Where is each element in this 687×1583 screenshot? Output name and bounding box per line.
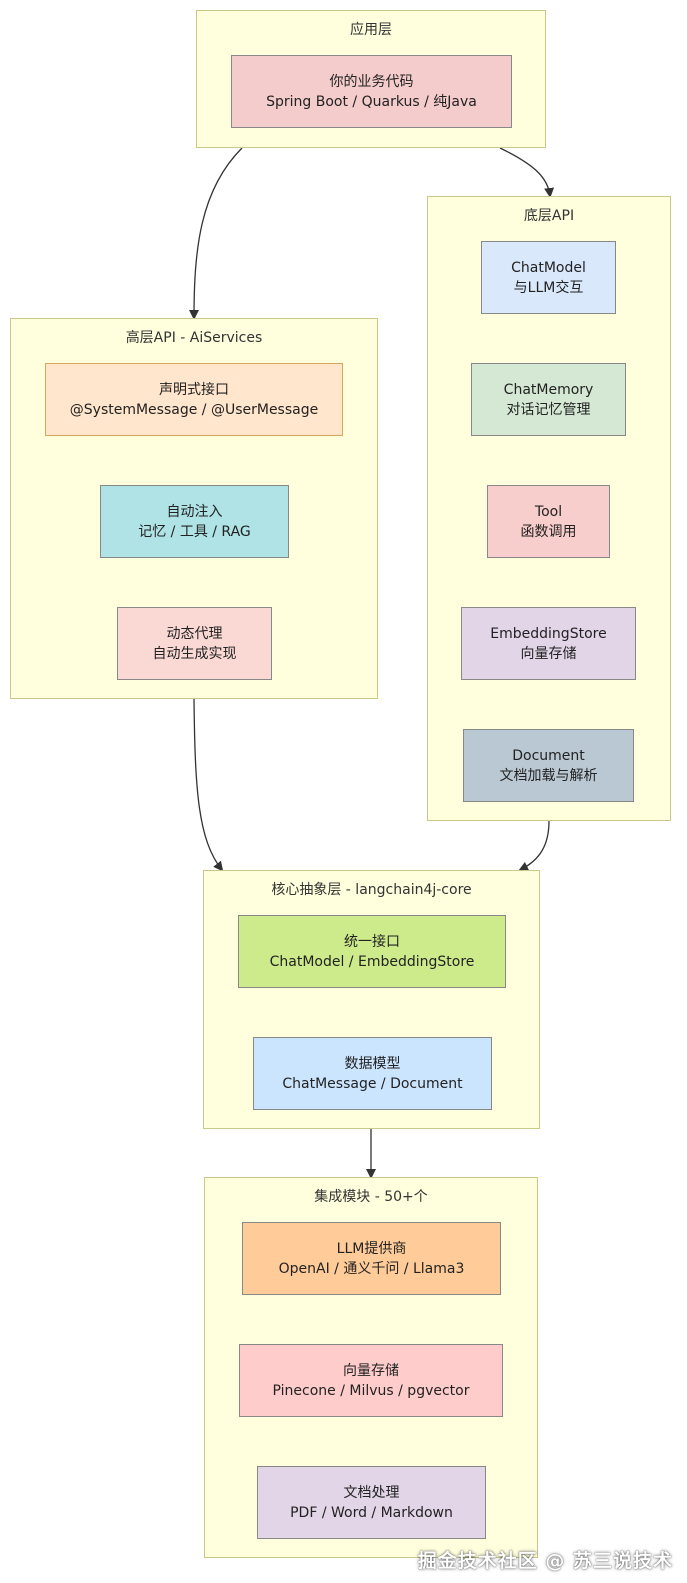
node-document-processing-detail: PDF / Word / Markdown bbox=[290, 1504, 453, 1521]
node-chatmemory: ChatMemory 对话记忆管理 bbox=[471, 363, 626, 436]
node-llm-providers-title: LLM提供商 bbox=[336, 1240, 407, 1257]
node-unified-interface-detail: ChatModel / EmbeddingStore bbox=[269, 953, 475, 970]
node-data-model-title: 数据模型 bbox=[344, 1055, 401, 1072]
node-embeddingstore-detail: 向量存储 bbox=[520, 645, 577, 662]
group-title-high-level-api: 高层API - AiServices bbox=[125, 330, 263, 346]
node-tool-detail: 函数调用 bbox=[520, 523, 577, 540]
node-document-processing-title: 文档处理 bbox=[343, 1484, 400, 1501]
node-chatmemory-detail: 对话记忆管理 bbox=[506, 401, 591, 418]
node-dynamic-proxy: 动态代理 自动生成实现 bbox=[117, 607, 272, 680]
node-data-model-detail: ChatMessage / Document bbox=[282, 1075, 463, 1092]
node-auto-inject: 自动注入 记忆 / 工具 / RAG bbox=[100, 485, 289, 558]
node-declarative-interface-detail: @SystemMessage / @UserMessage bbox=[69, 401, 319, 418]
node-declarative-interface-title: 声明式接口 bbox=[159, 381, 229, 398]
node-dynamic-proxy-title: 动态代理 bbox=[166, 625, 223, 642]
node-business-code-title: 你的业务代码 bbox=[329, 73, 414, 90]
edge-app-to-low bbox=[499, 147, 555, 198]
node-data-model: 数据模型 ChatMessage / Document bbox=[253, 1037, 492, 1110]
node-chatmemory-title: ChatMemory bbox=[503, 381, 594, 398]
node-vector-stores-detail: Pinecone / Milvus / pgvector bbox=[272, 1382, 470, 1399]
node-document-title: Document bbox=[512, 747, 585, 764]
node-auto-inject-detail: 记忆 / 工具 / RAG bbox=[138, 523, 251, 540]
node-document-detail: 文档加载与解析 bbox=[499, 767, 598, 784]
node-chatmodel: ChatModel 与LLM交互 bbox=[481, 241, 616, 314]
edge-app-to-high bbox=[189, 147, 243, 320]
node-vector-stores: 向量存储 Pinecone / Milvus / pgvector bbox=[239, 1344, 503, 1417]
node-dynamic-proxy-detail: 自动生成实现 bbox=[152, 645, 237, 662]
node-chatmodel-title: ChatModel bbox=[511, 259, 586, 276]
group-title-integration-modules: 集成模块 - 50+个 bbox=[314, 1189, 428, 1205]
node-unified-interface-title: 统一接口 bbox=[344, 933, 400, 950]
node-llm-providers: LLM提供商 OpenAI / 通义千问 / Llama3 bbox=[242, 1222, 501, 1295]
node-llm-providers-detail: OpenAI / 通义千问 / Llama3 bbox=[278, 1260, 465, 1277]
edge-low-to-core bbox=[518, 820, 550, 871]
group-title-core-abstraction: 核心抽象层 - langchain4j-core bbox=[271, 882, 472, 898]
node-business-code-detail: Spring Boot / Quarkus / 纯Java bbox=[266, 93, 477, 110]
node-document: Document 文档加载与解析 bbox=[463, 729, 634, 802]
group-title-low-level-api: 底层API bbox=[523, 208, 575, 224]
group-title-app-layer: 应用层 bbox=[350, 22, 392, 38]
node-tool: Tool 函数调用 bbox=[487, 485, 610, 558]
watermark-text: 掘金技术社区 @ 苏三说技术 bbox=[417, 1550, 673, 1572]
node-tool-title: Tool bbox=[534, 503, 563, 520]
node-embeddingstore-title: EmbeddingStore bbox=[490, 625, 607, 642]
node-embeddingstore: EmbeddingStore 向量存储 bbox=[461, 607, 636, 680]
node-document-processing: 文档处理 PDF / Word / Markdown bbox=[257, 1466, 486, 1539]
node-auto-inject-title: 自动注入 bbox=[166, 503, 223, 520]
node-chatmodel-detail: 与LLM交互 bbox=[513, 279, 584, 296]
edge-high-to-core bbox=[193, 698, 224, 872]
node-unified-interface: 统一接口 ChatModel / EmbeddingStore bbox=[238, 915, 506, 988]
node-vector-stores-title: 向量存储 bbox=[343, 1362, 399, 1379]
node-business-code: 你的业务代码 Spring Boot / Quarkus / 纯Java bbox=[231, 55, 512, 128]
node-declarative-interface: 声明式接口 @SystemMessage / @UserMessage bbox=[45, 363, 343, 436]
